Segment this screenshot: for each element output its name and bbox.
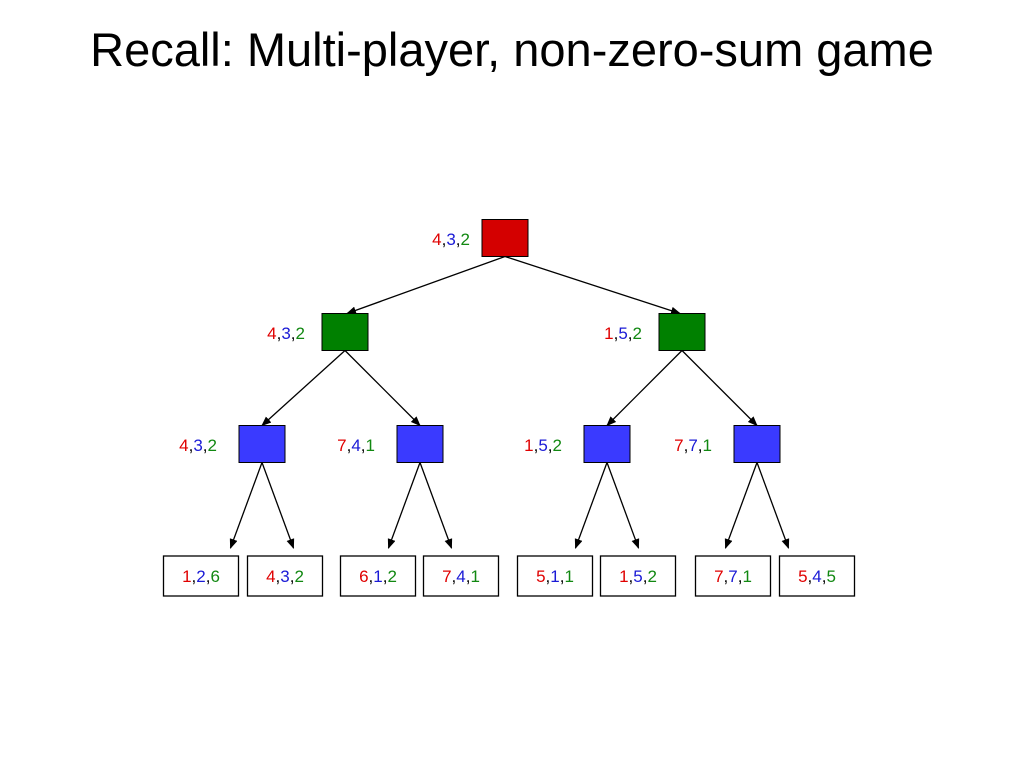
edge-l1-to-l2-3 xyxy=(681,350,758,427)
edge-l2-to-leaf-0 xyxy=(229,462,263,549)
leaf-node-value-4: 5,1,1 xyxy=(536,567,574,586)
leaf-node-value-1: 4,3,2 xyxy=(266,567,304,586)
root-node-value: 4,3,2 xyxy=(432,230,470,249)
leaf-node-value-2: 6,1,2 xyxy=(359,567,397,586)
leaf-node-1 xyxy=(246,555,324,597)
edge-root-to-l1-0 xyxy=(346,255,506,315)
l1-node-1 xyxy=(658,313,706,351)
edge-l2-to-leaf-2 xyxy=(387,462,421,549)
leaf-node-5 xyxy=(599,555,677,597)
l2-node-value-3: 7,7,1 xyxy=(674,436,712,455)
edge-root-to-l1-1 xyxy=(504,255,681,315)
edge-l2-to-leaf-5 xyxy=(606,462,640,549)
leaf-node-6 xyxy=(694,555,772,597)
leaf-node-4 xyxy=(516,555,594,597)
root-node xyxy=(481,219,529,257)
edge-l1-to-l2-1 xyxy=(344,350,421,427)
edge-l2-to-leaf-3 xyxy=(419,462,453,549)
tree-nodes xyxy=(162,219,856,597)
slide-title: Recall: Multi-player, non-zero-sum game xyxy=(90,23,934,76)
l2-node-3 xyxy=(733,425,781,463)
l2-node-value-2: 1,5,2 xyxy=(524,436,562,455)
l2-node-1 xyxy=(396,425,444,463)
leaf-node-value-6: 7,7,1 xyxy=(714,567,752,586)
edge-l2-to-leaf-7 xyxy=(756,462,790,549)
leaf-node-value-7: 5,4,5 xyxy=(798,567,836,586)
tree-value-labels: 4,3,2 4,3,2 1,5,2 4,3,2 7,4,1 1,5,2 7,7,1 1,2,6… xyxy=(179,230,836,586)
leaf-node-value-0: 1,2,6 xyxy=(182,567,220,586)
leaf-node-value-3: 7,4,1 xyxy=(442,567,480,586)
edge-l1-to-l2-2 xyxy=(606,350,683,427)
leaf-node-7 xyxy=(778,555,856,597)
l1-node-value-0: 4,3,2 xyxy=(267,324,305,343)
leaf-node-value-5: 1,5,2 xyxy=(619,567,657,586)
tree-edges xyxy=(229,255,790,549)
leaf-node-0 xyxy=(162,555,240,597)
l1-node-0 xyxy=(321,313,369,351)
l2-node-0 xyxy=(238,425,286,463)
edge-l2-to-leaf-4 xyxy=(574,462,608,549)
leaf-node-3 xyxy=(422,555,500,597)
l1-node-value-1: 1,5,2 xyxy=(604,324,642,343)
l2-node-value-0: 4,3,2 xyxy=(179,436,217,455)
edge-l2-to-leaf-6 xyxy=(724,462,758,549)
l2-node-value-1: 7,4,1 xyxy=(337,436,375,455)
edge-l1-to-l2-0 xyxy=(261,350,346,427)
l2-node-2 xyxy=(583,425,631,463)
edge-l2-to-leaf-1 xyxy=(261,462,295,549)
leaf-node-2 xyxy=(339,555,417,597)
